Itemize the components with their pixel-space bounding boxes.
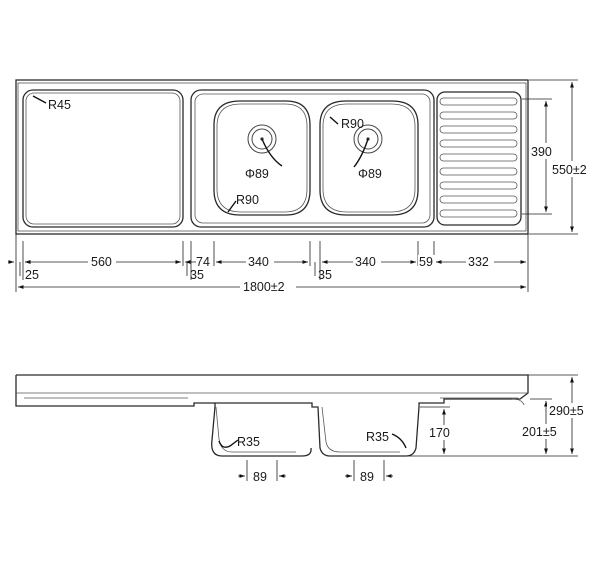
sink-top-inner-edge xyxy=(17,82,527,232)
top-view: R45 Φ89 Φ89 R90 R90 390 550±2 xyxy=(8,79,595,294)
dim-35-right: 35 xyxy=(318,268,332,282)
dim-332: 332 xyxy=(468,255,489,269)
dim-25: 25 xyxy=(25,268,39,282)
dim-59: 59 xyxy=(419,255,433,269)
side-dim-201: 201±5 xyxy=(522,425,557,439)
side-outlet-right: 89 xyxy=(360,470,374,484)
bowl-left-inner xyxy=(216,103,308,213)
drainboard-left-inner xyxy=(25,92,181,225)
side-overall-height: 290±5 xyxy=(549,404,584,418)
dim-74: 74 xyxy=(196,255,210,269)
sink-top-outline xyxy=(15,79,529,235)
drain-diameter-left: Φ89 xyxy=(245,167,269,181)
bowl-frame-inner xyxy=(194,93,431,224)
bowl-right-inner xyxy=(322,103,416,213)
side-view: R35 R35 89 89 170 201±5 290±5 xyxy=(15,374,595,484)
bowl-frame xyxy=(190,89,435,228)
radius-label-bowl-left: R90 xyxy=(236,193,259,207)
side-bowl-depth: 170 xyxy=(429,426,450,440)
ribbed-drainboard xyxy=(436,91,522,226)
dim-overall-length: 1800±2 xyxy=(243,280,285,294)
side-outlet-left: 89 xyxy=(253,470,267,484)
bowl-right xyxy=(319,100,419,216)
dim-overall-depth: 550±2 xyxy=(552,163,587,177)
radius-label-bowl-right: R90 xyxy=(341,117,364,131)
bowl-left xyxy=(213,100,311,216)
dim-560: 560 xyxy=(91,255,112,269)
side-radius-left: R35 xyxy=(237,435,260,449)
dim-35-left: 35 xyxy=(190,268,204,282)
side-radius-right: R35 xyxy=(366,430,389,444)
drainboard-left xyxy=(22,89,184,228)
radius-label-drainboard: R45 xyxy=(48,98,71,112)
dim-340-right: 340 xyxy=(355,255,376,269)
drain-diameter-right: Φ89 xyxy=(358,167,382,181)
dim-340-left: 340 xyxy=(248,255,269,269)
side-profile xyxy=(16,374,529,457)
dim-bowl-height: 390 xyxy=(531,145,552,159)
